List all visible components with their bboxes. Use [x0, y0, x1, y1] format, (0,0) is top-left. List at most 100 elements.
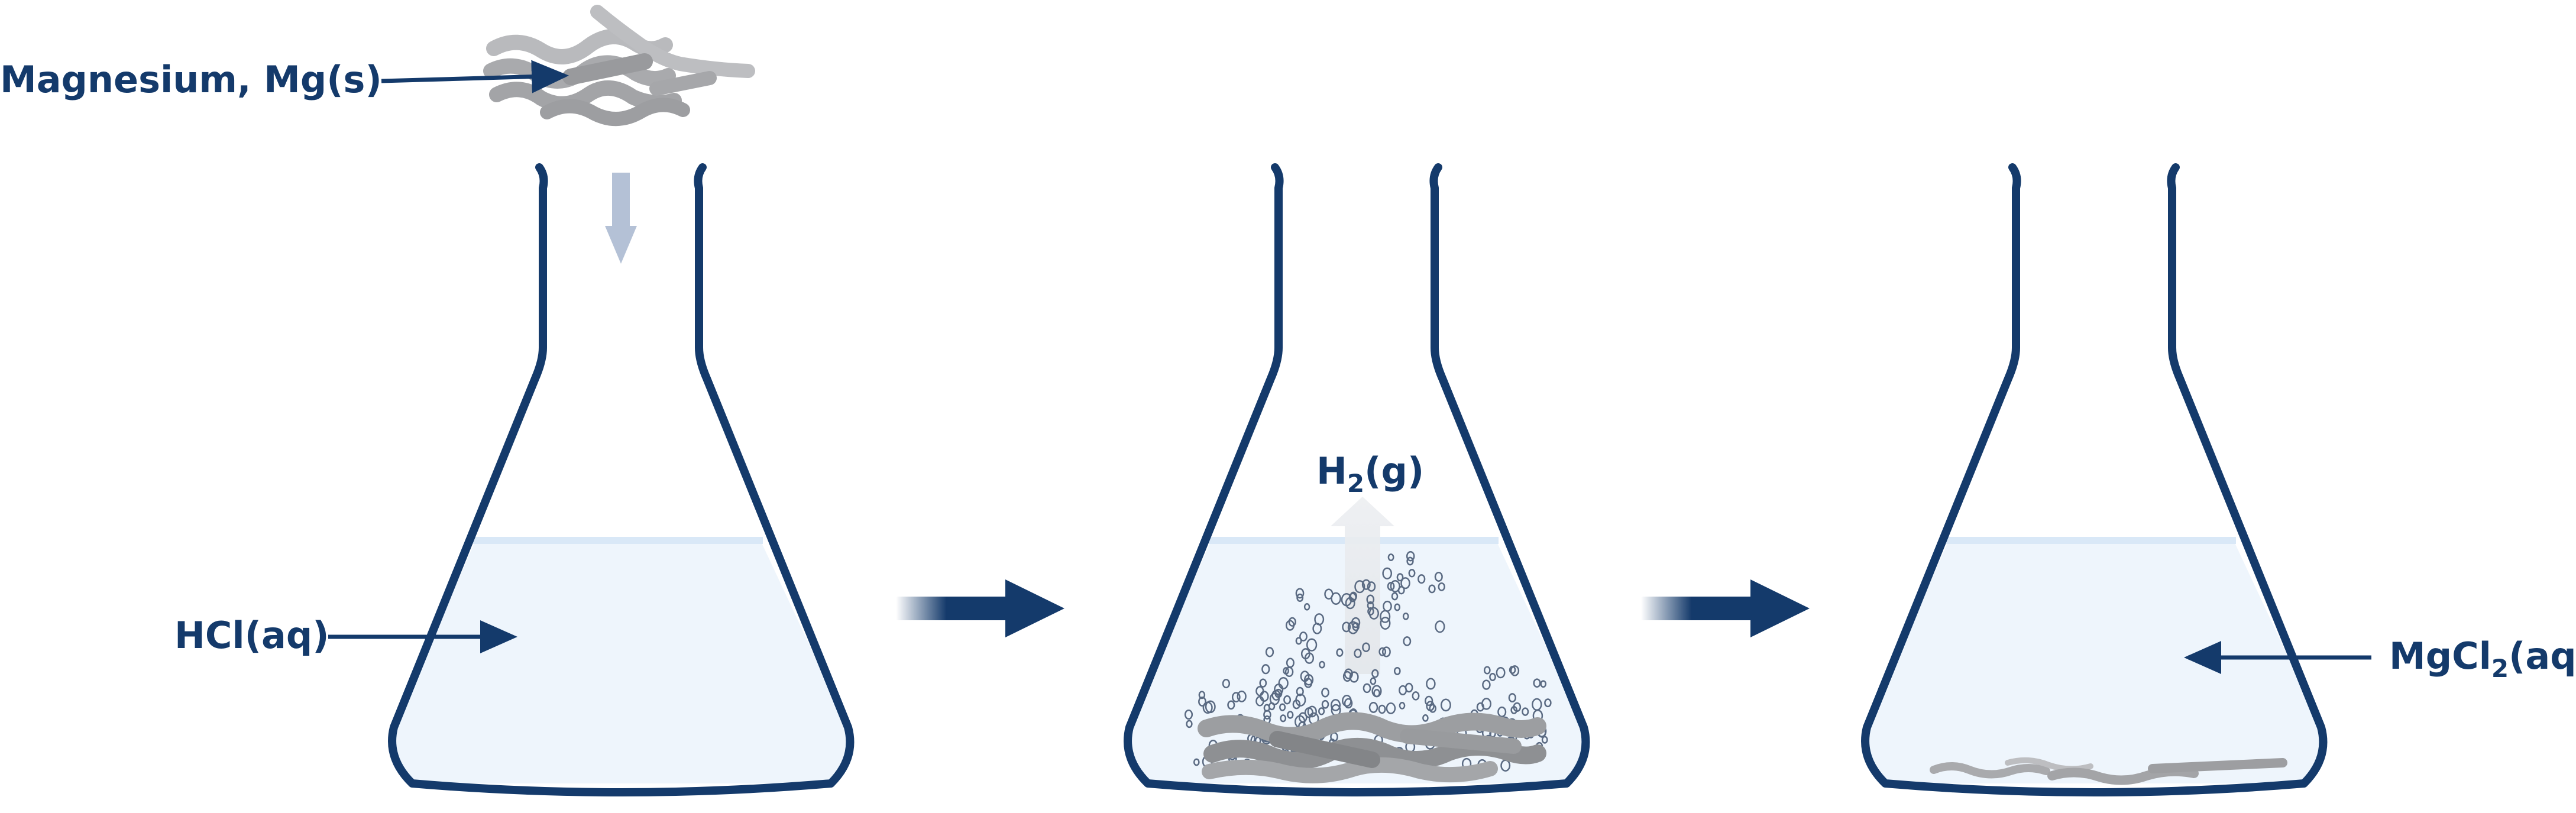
gas-bubble	[1186, 720, 1193, 728]
gas-bubble	[1522, 707, 1529, 716]
gas-bubble	[1324, 588, 1334, 600]
gas-bubble	[1331, 592, 1341, 605]
gas-bubble	[1354, 649, 1362, 658]
magnesium-remnant-icon	[1930, 757, 2287, 785]
gas-bubble	[1319, 660, 1325, 669]
gas-bubble	[1227, 700, 1235, 710]
gas-bubble	[1255, 696, 1264, 707]
magnesium-pointer	[381, 60, 569, 93]
magnesium-ribbons-icon	[483, 5, 755, 126]
gas-bubble	[1434, 572, 1443, 582]
gas-bubble	[1380, 610, 1391, 623]
gas-bubble	[1231, 692, 1241, 702]
flask-3-outline	[1861, 163, 2328, 796]
magnesium-reacting-icon	[1198, 712, 1546, 783]
gas-bubble	[1303, 603, 1310, 611]
gas-bubble	[1425, 695, 1433, 707]
gas-bubble	[1352, 622, 1360, 631]
gas-bubble	[1263, 710, 1271, 720]
gas-bubble	[1295, 693, 1306, 707]
gas-bubble	[1366, 594, 1375, 605]
gas-bubble	[1403, 636, 1412, 646]
gas-bubble	[1540, 680, 1547, 688]
gas-bubble	[1283, 695, 1292, 705]
gas-bubble	[1205, 700, 1216, 714]
gas-bubble	[1296, 593, 1304, 603]
gas-bubble	[1265, 647, 1274, 657]
flask-1-liquid	[392, 539, 850, 783]
gas-bubble	[1321, 688, 1329, 698]
gas-bubble	[1300, 648, 1310, 660]
gas-bubble	[1354, 580, 1365, 594]
gas-bubble	[1394, 603, 1401, 611]
gas-bubble	[1279, 703, 1286, 711]
gas-bubble	[1510, 705, 1518, 714]
step-arrow-1	[896, 579, 1064, 637]
gas-bubble	[1367, 607, 1374, 616]
gas-bubble	[1400, 577, 1410, 589]
gas-bubble	[1541, 736, 1548, 744]
gas-bubble	[1386, 702, 1396, 714]
flask-2-outline	[1124, 163, 1590, 796]
gas-bubble	[1318, 707, 1325, 715]
gas-bubble	[1387, 581, 1395, 591]
gas-bubble	[1378, 647, 1387, 656]
gas-bubble	[1237, 690, 1247, 702]
flask-1-outline	[388, 163, 855, 796]
right-arrow-icon	[1641, 597, 1753, 620]
gas-bubble	[1382, 567, 1393, 579]
gas-bubble	[1509, 666, 1516, 674]
gas-bubble	[1184, 709, 1193, 720]
gas-bubble	[1261, 664, 1270, 675]
mgcl2-label: MgCl2(aq)	[2389, 634, 2576, 683]
gas-bubble	[1368, 607, 1379, 620]
gas-bubble	[1344, 698, 1353, 709]
gas-bubble	[1393, 666, 1401, 675]
gas-bubble	[1482, 679, 1491, 690]
gas-bubble	[1268, 702, 1276, 711]
gas-bubble	[1373, 689, 1380, 698]
gas-bubble	[1347, 621, 1359, 634]
right-arrow-icon	[896, 597, 1008, 620]
hcl-label: HCl(aq)	[174, 614, 329, 657]
gas-bubble	[1368, 701, 1378, 713]
gas-bubble	[1304, 673, 1314, 686]
gas-bubble	[1349, 671, 1359, 683]
flask-3	[1861, 163, 2328, 796]
gas-bubble	[1426, 678, 1436, 690]
gas-bubble	[1497, 706, 1507, 718]
magnesium-label: Magnesium, Mg(s)	[0, 58, 382, 101]
gas-bubble	[1274, 688, 1283, 698]
gas-bubble	[1435, 620, 1445, 633]
gas-bubble	[1428, 584, 1436, 594]
gas-bubble	[1390, 579, 1400, 592]
gas-bubble	[1483, 666, 1491, 675]
gas-bubble	[1361, 579, 1371, 590]
gas-bubble	[1371, 669, 1379, 678]
gas-bubble	[1193, 758, 1200, 766]
gas-bubble	[1381, 646, 1391, 657]
gas-bubble	[1440, 698, 1451, 712]
gas-bubble	[1510, 665, 1520, 676]
gas-bubble	[1342, 671, 1352, 682]
gas-bubble	[1412, 691, 1420, 701]
gas-bubble	[1296, 686, 1304, 697]
gas-bubble	[1496, 666, 1506, 679]
gas-bubble	[1429, 704, 1436, 713]
gas-bubble	[1476, 702, 1484, 712]
gas-bubble	[1418, 574, 1426, 584]
gas-bubble	[1408, 569, 1416, 578]
gas-bubble	[1321, 699, 1329, 709]
gas-bubble	[1387, 553, 1394, 562]
hydrogen-label: H2(g)	[1316, 449, 1424, 498]
gas-bubble	[1363, 683, 1371, 694]
gas-bubble	[1396, 573, 1404, 582]
gas-bubble	[1348, 592, 1357, 603]
gas-bubble	[1278, 676, 1289, 689]
gas-bubble	[1404, 682, 1413, 693]
gas-bubble	[1283, 667, 1289, 675]
gas-bubble	[1406, 556, 1414, 566]
flask-1	[388, 163, 855, 796]
gas-bubble	[1285, 620, 1295, 631]
gas-bubble	[1259, 678, 1267, 688]
